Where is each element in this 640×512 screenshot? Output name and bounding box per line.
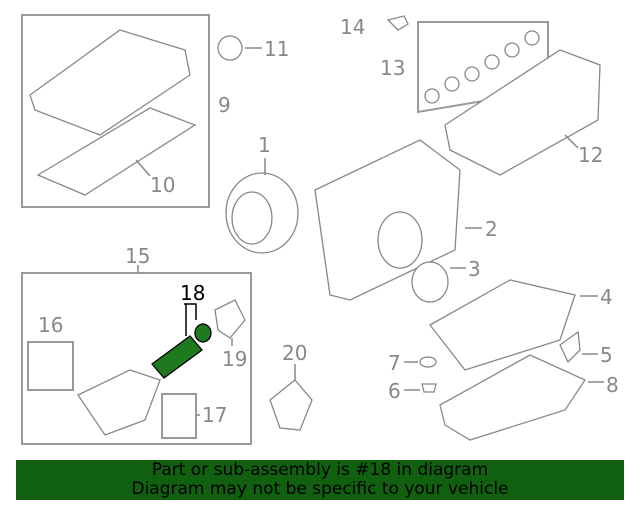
callout-11[interactable]: 11	[264, 37, 289, 61]
valve-cover[interactable]	[29, 29, 191, 136]
seal-kit-box	[27, 341, 74, 391]
gasket-kit-box	[161, 393, 197, 439]
callout-19[interactable]: 19	[222, 347, 247, 371]
oil-filter-housing-box	[21, 272, 252, 445]
callout-7[interactable]: 7	[388, 351, 401, 375]
seal[interactable]	[411, 261, 449, 303]
info-banner: Part or sub-assembly is #18 in diagram D…	[16, 460, 624, 500]
callout-4[interactable]: 4	[600, 285, 613, 309]
filter-cap[interactable]	[214, 299, 246, 339]
callout-16[interactable]: 16	[38, 313, 63, 337]
valve-cover-gasket[interactable]	[36, 107, 197, 196]
valve-cover-group-box	[21, 14, 210, 208]
callout-12[interactable]: 12	[578, 143, 603, 167]
callout-3[interactable]: 3	[468, 257, 481, 281]
callout-10[interactable]: 10	[150, 173, 175, 197]
callout-14[interactable]: 14	[340, 15, 365, 39]
sensor[interactable]	[386, 15, 409, 31]
banner-line-1: Part or sub-assembly is #18 in diagram	[151, 460, 489, 480]
intake-manifold[interactable]	[444, 49, 601, 176]
callout-2[interactable]: 2	[485, 217, 498, 241]
oil-pan-lower[interactable]	[439, 354, 586, 441]
washer[interactable]	[419, 356, 437, 368]
oil-filter-housing[interactable]	[77, 369, 161, 436]
banner-line-2: Diagram may not be specific to your vehi…	[131, 479, 509, 499]
callout-8[interactable]: 8	[606, 373, 619, 397]
callout-13[interactable]: 13	[380, 56, 405, 80]
callout-15[interactable]: 15	[125, 244, 150, 268]
callout-9[interactable]: 9	[218, 93, 231, 117]
callout-20[interactable]: 20	[282, 341, 307, 365]
callout-17[interactable]: 17	[202, 403, 227, 427]
seals[interactable]	[424, 30, 540, 104]
oil-pan-upper[interactable]	[429, 279, 576, 371]
cover[interactable]	[269, 379, 313, 431]
callout-1[interactable]: 1	[258, 133, 271, 157]
drain-plug[interactable]	[421, 383, 437, 393]
oil-filler-cap[interactable]	[217, 35, 243, 61]
bracket[interactable]	[559, 330, 581, 364]
oil-filter-element[interactable]	[151, 323, 212, 379]
callout-18[interactable]: 18	[180, 281, 205, 305]
callout-5[interactable]: 5	[600, 343, 613, 367]
callout-6[interactable]: 6	[388, 379, 401, 403]
